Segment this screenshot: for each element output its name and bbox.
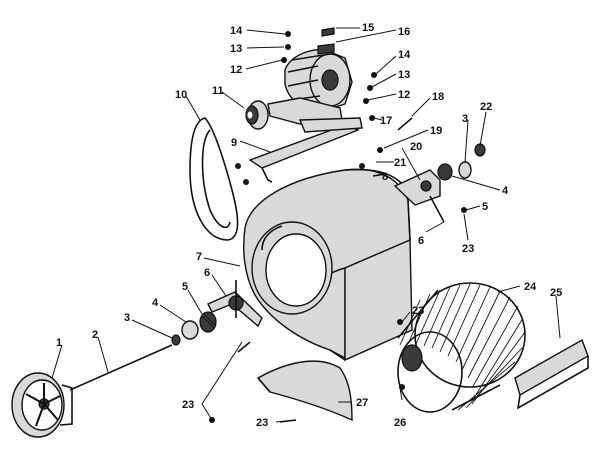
callout-5b: 5 [482,201,488,213]
callout-19: 19 [430,125,442,137]
callout-23a: 23 [462,243,474,255]
callout-23c: 23 [182,399,194,411]
bearing-arm-left [207,280,263,328]
adjusting-arm-bracket [393,169,445,223]
callout-9: 9 [231,137,237,149]
blower-wheel [397,282,526,413]
motor-mount-bracket [248,117,363,183]
blower-housing [243,168,413,362]
callout-14b: 14 [398,49,411,61]
callout-7: 7 [196,251,202,263]
callout-25: 25 [550,287,562,299]
callout-17: 17 [380,115,392,127]
callout-15: 15 [362,22,374,34]
callout-11: 11 [212,85,224,97]
callout-23d: 23 [256,417,268,429]
callout-labels: 1 2 3 4 5 6 7 9 10 11 12 13 14 15 16 14 … [56,22,562,429]
callout-12: 12 [230,64,242,76]
motor [267,43,353,125]
callout-12b: 12 [398,89,410,101]
blower-shaft [69,344,173,391]
callout-3: 3 [124,312,130,324]
callout-5: 5 [182,281,188,293]
callout-10: 10 [175,89,187,101]
bearing-parts-left [171,311,217,346]
callout-4b: 4 [502,185,509,197]
callout-6: 6 [204,267,210,279]
callout-21: 21 [394,157,406,169]
callout-13: 13 [230,43,242,55]
blower-pulley [11,372,73,438]
callout-2: 2 [92,329,98,341]
callout-22: 22 [480,101,492,113]
motor-pulley [245,100,269,130]
callout-16: 16 [398,26,410,38]
bearing-parts-right [437,143,486,181]
callout-24: 24 [524,281,537,293]
callout-14: 14 [230,25,243,37]
callout-3b: 3 [462,113,468,125]
callout-4: 4 [152,297,159,309]
mounting-bracket-bottom [256,360,353,422]
drive-belt [189,117,239,241]
callout-18: 18 [432,91,444,103]
leader-lines [51,27,561,423]
callout-1: 1 [56,337,62,349]
callout-13b: 13 [398,69,410,81]
callout-27: 27 [356,397,368,409]
callout-6b: 6 [418,235,424,247]
callout-8: 8 [382,171,388,183]
housing-inlet-opening [265,233,327,307]
callout-26: 26 [394,417,406,429]
cutoff-plate [514,338,589,410]
callout-23b: 23 [412,305,424,317]
callout-20: 20 [410,141,422,153]
